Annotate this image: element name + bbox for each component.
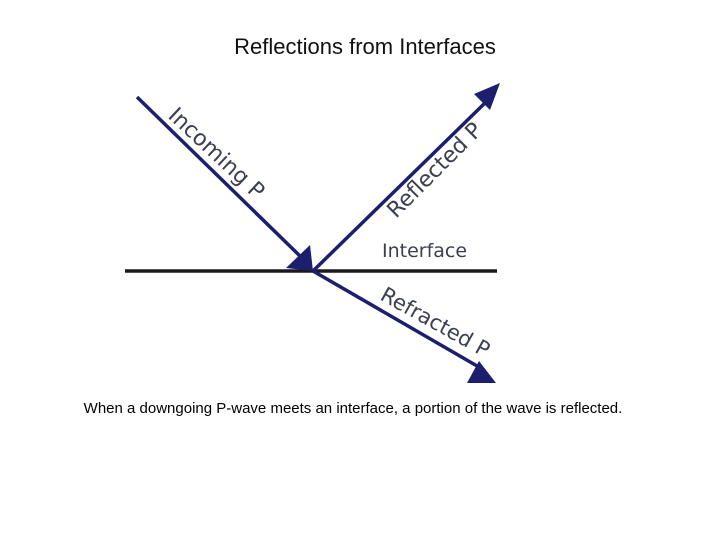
slide-title: Reflections from Interfaces [234, 34, 496, 59]
reflected-label: Reflected P [383, 118, 488, 223]
caption: When a downgoing P-wave meets an interfa… [83, 400, 623, 417]
incoming-arrowhead [286, 245, 313, 271]
incoming-ray [135, 95, 302, 258]
refracted-arrowhead [467, 361, 496, 383]
refracted-ray [312, 269, 485, 372]
refracted-label: Refracted P [377, 282, 494, 362]
reflected-arrowhead [474, 83, 500, 110]
interface-label: Interface [382, 240, 467, 262]
reflected-ray [311, 100, 488, 273]
incoming-label: Incoming P [163, 103, 269, 204]
